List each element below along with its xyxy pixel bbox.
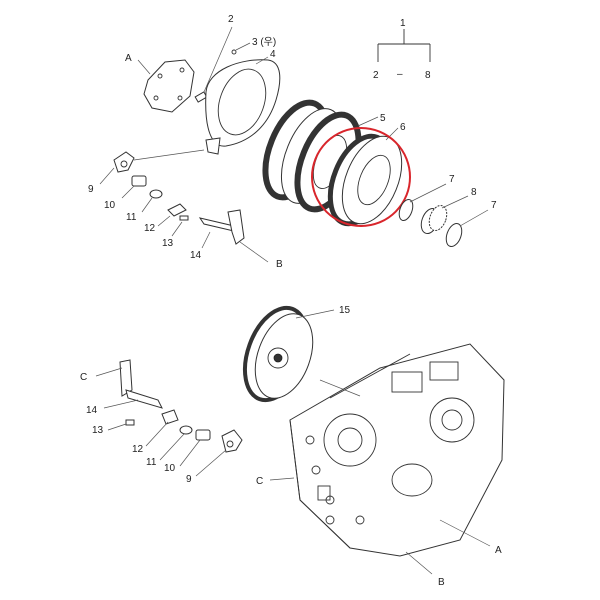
housing-callout-c: C	[256, 476, 295, 487]
bottom-label-a: A	[495, 545, 502, 556]
washer-part-11: 11	[126, 189, 163, 223]
bottom-label-b: B	[438, 577, 445, 588]
range-dash-label: –	[397, 69, 403, 80]
bottom-label-15: 15	[339, 305, 351, 316]
disc-part-6: 6	[327, 122, 406, 227]
range-start-label: 2	[373, 70, 379, 81]
housing-plate-part-4: 4	[205, 49, 281, 155]
assembly-ref-label: 1	[400, 18, 406, 29]
assembly-bracket: 1 2 – 8	[373, 18, 431, 81]
top-label-4: 4	[270, 49, 276, 60]
top-label-7a: 7	[449, 174, 455, 185]
bottom-label-9: 9	[186, 474, 192, 485]
highlight-circle	[311, 127, 411, 227]
top-label-10: 10	[104, 200, 116, 211]
bottom-label-10: 10	[164, 463, 176, 474]
needle-bearing-part-8: 8	[420, 187, 477, 235]
shaft-part-14: 14 B	[190, 209, 283, 270]
housing-callout-b: B	[405, 551, 445, 588]
bottom-label-c: C	[80, 372, 87, 383]
top-label-11: 11	[126, 212, 137, 223]
lever-shaft-bottom-part-14: C 14	[80, 359, 163, 416]
top-label-a: A	[125, 53, 132, 64]
bottom-label-13: 13	[92, 425, 104, 436]
top-label-12: 12	[144, 223, 156, 234]
lever-arm-bottom-part-9: 9	[186, 429, 243, 485]
pin-part-2: 2	[194, 14, 234, 103]
top-label-9: 9	[88, 184, 94, 195]
top-label-3: 3 (우)	[252, 36, 276, 48]
cover-plate-a: A	[125, 53, 195, 113]
clip-bottom-part-12: 12	[132, 409, 179, 455]
top-label-6: 6	[400, 122, 406, 133]
top-label-8: 8	[471, 187, 477, 198]
top-label-14: 14	[190, 250, 202, 261]
washer-bottom-part-11: 11	[146, 425, 193, 468]
snap-ring-part-7a: 7	[398, 174, 455, 222]
screw-part-3: 3 (우)	[231, 36, 276, 55]
bottom-label-c-housing: C	[256, 476, 263, 487]
top-label-7b: 7	[491, 200, 497, 211]
top-label-13: 13	[162, 238, 174, 249]
bottom-label-12: 12	[132, 444, 144, 455]
bottom-label-14: 14	[86, 405, 98, 416]
bolt-part-13: 13	[162, 215, 189, 249]
bushing-bottom-part-10: 10	[164, 429, 211, 474]
range-end-label: 8	[425, 70, 431, 81]
bolt-bottom-part-13: 13	[92, 419, 135, 436]
bottom-label-11: 11	[146, 457, 157, 468]
clip-part-12: 12	[144, 203, 187, 234]
bushing-part-10: 10	[104, 175, 147, 211]
housing-callout-a: A	[439, 519, 502, 556]
snap-ring-part-7b: 7	[445, 200, 497, 248]
gearbox-housing	[289, 343, 505, 557]
lever-arm-part-9: 9	[88, 149, 205, 195]
top-label-b: B	[276, 259, 283, 270]
top-label-2: 2	[228, 14, 234, 25]
clutch-drum-part-15: 15	[242, 305, 351, 403]
top-label-5: 5	[380, 113, 386, 124]
